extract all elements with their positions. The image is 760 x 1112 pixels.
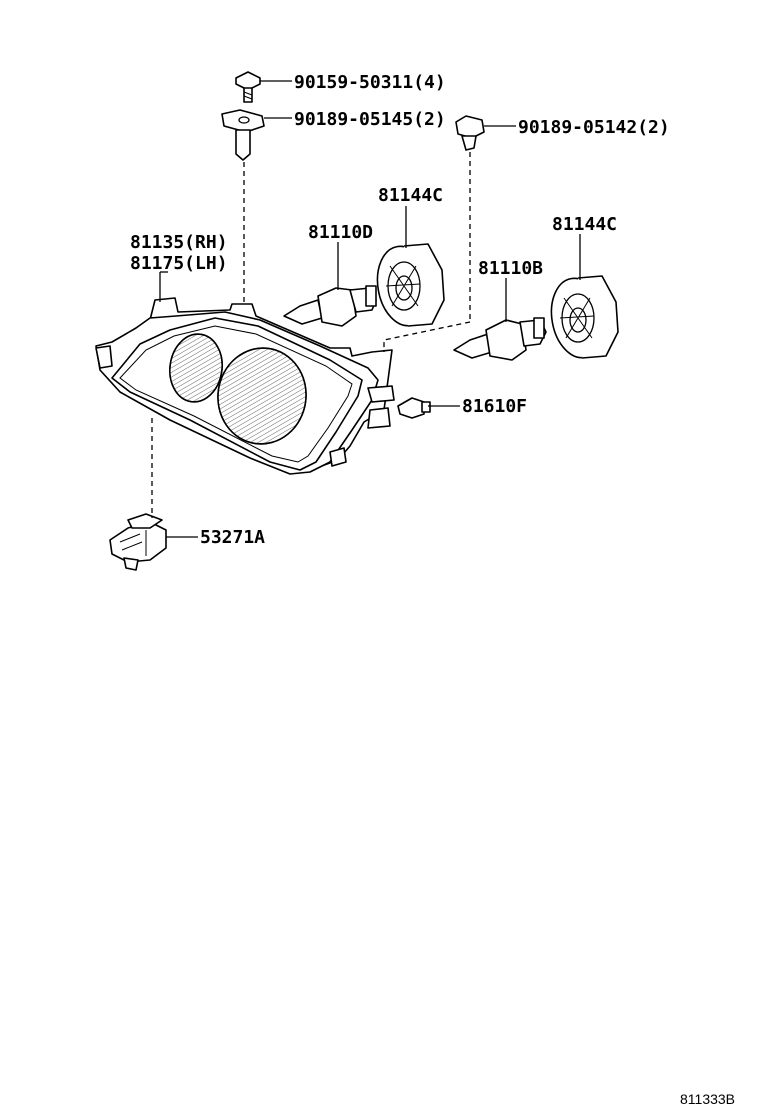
leader-lines (151, 80, 581, 538)
label-bulb-left: 81110D (308, 222, 373, 243)
label-socket-right: 81144C (552, 214, 617, 235)
clip-right-icon (455, 115, 485, 151)
bracket-clip-icon (221, 109, 265, 161)
side-bulb-icon (397, 397, 431, 419)
bulb-left-icon (283, 285, 377, 327)
label-clip-bracket: 90189-05145(2) (294, 109, 446, 130)
label-socket-left: 81144C (378, 185, 443, 206)
screw-icon (235, 71, 261, 103)
label-side-bulb: 81610F (462, 396, 527, 417)
label-screw: 90159-50311(4) (294, 72, 446, 93)
label-adjuster: 53271A (200, 527, 265, 548)
socket-right-icon (550, 275, 619, 359)
headlamp-assembly (95, 297, 395, 475)
label-bulb-right: 81110B (478, 258, 543, 279)
socket-left-icon (376, 243, 445, 327)
adjuster-icon (109, 513, 167, 571)
label-headlamp-rh: 81135(RH) (130, 232, 228, 253)
label-clip-right: 90189-05142(2) (518, 117, 670, 138)
label-headlamp-lh: 81175(LH) (130, 253, 228, 274)
diagram-reference-code: 811333B (680, 1091, 735, 1107)
bulb-right-icon (453, 317, 547, 361)
